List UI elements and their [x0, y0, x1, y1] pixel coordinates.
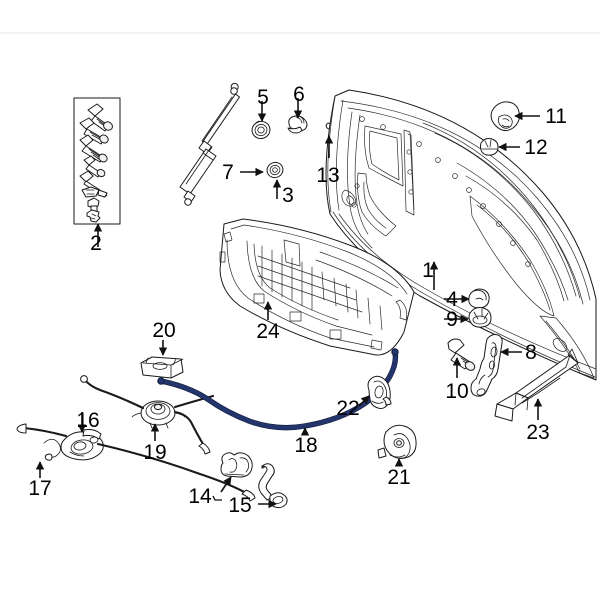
callout-label-15: 15 [228, 494, 251, 517]
callout-label-23: 23 [526, 421, 549, 444]
callout-label-7: 7 [222, 161, 234, 184]
part-12-retainer-nut [480, 138, 499, 156]
part-2-fastener-kit [73, 97, 121, 225]
callout-label-22: 22 [336, 397, 359, 420]
callout-label-9: 9 [446, 308, 458, 331]
cable-end-left [157, 377, 165, 385]
part-7-lift-support [179, 82, 240, 206]
leader-14 [220, 476, 232, 493]
callout-label-16: 16 [76, 409, 99, 432]
callout-label-11: 11 [545, 105, 567, 128]
callout-label-2: 2 [90, 232, 102, 255]
part-20-cable-clip [140, 356, 184, 379]
callout-label-21: 21 [387, 466, 410, 489]
callout-label-3: 3 [282, 184, 294, 207]
part-18-hood-release-cable [157, 348, 399, 431]
fastener-bolt-b [79, 117, 109, 145]
part-19-grommet-firewall [131, 400, 186, 429]
part-4-nut [468, 288, 490, 309]
part-6-bumper-stop [287, 115, 308, 134]
cable-end-right [391, 348, 399, 356]
callout-label-5: 5 [257, 86, 269, 109]
part-9-flange-nut [468, 307, 492, 328]
callout-label-24: 24 [256, 320, 280, 343]
part-21-hood-latch [377, 424, 417, 459]
part-11-emblem-clip [490, 101, 520, 132]
part-10-bolt [447, 338, 476, 371]
callout-label-1: 1 [422, 259, 434, 282]
callout-label-20: 20 [152, 319, 175, 342]
callout-label-8: 8 [525, 341, 537, 364]
callout-label-18: 18 [294, 434, 317, 457]
cable-assembly-plain [16, 375, 256, 502]
fastener-bolt-a [87, 103, 113, 132]
part-16-release-handle [60, 429, 104, 461]
callout-label-19: 19 [143, 441, 166, 464]
fastener-clip-f [81, 186, 108, 198]
part-23-seal-trim [494, 348, 579, 422]
fastener-screw-c [79, 134, 108, 163]
callout-label-12: 12 [524, 136, 547, 159]
part-17-cable-end-clip [43, 438, 61, 461]
callout-label-13: 13 [316, 164, 339, 187]
part-8-hinge-bracket [470, 334, 503, 397]
fastener-clip-h [86, 209, 101, 223]
part-24-hood-insulation [219, 218, 415, 356]
callout-label-14: 14 [188, 485, 212, 508]
part-14-latch-striker [220, 452, 253, 478]
callout-label-6: 6 [293, 83, 305, 106]
callout-label-10: 10 [445, 380, 468, 403]
callout-label-4: 4 [446, 288, 458, 311]
leader-22 [358, 395, 370, 407]
part-1-hood-panel [325, 89, 597, 381]
part-15-safety-catch [258, 463, 288, 509]
part-5-ball-socket [251, 120, 271, 140]
callout-label-17: 17 [28, 477, 51, 500]
fastener-bolt-d [83, 155, 106, 178]
part-22-latch-lever [367, 375, 392, 409]
part-3-grommet [266, 161, 284, 179]
